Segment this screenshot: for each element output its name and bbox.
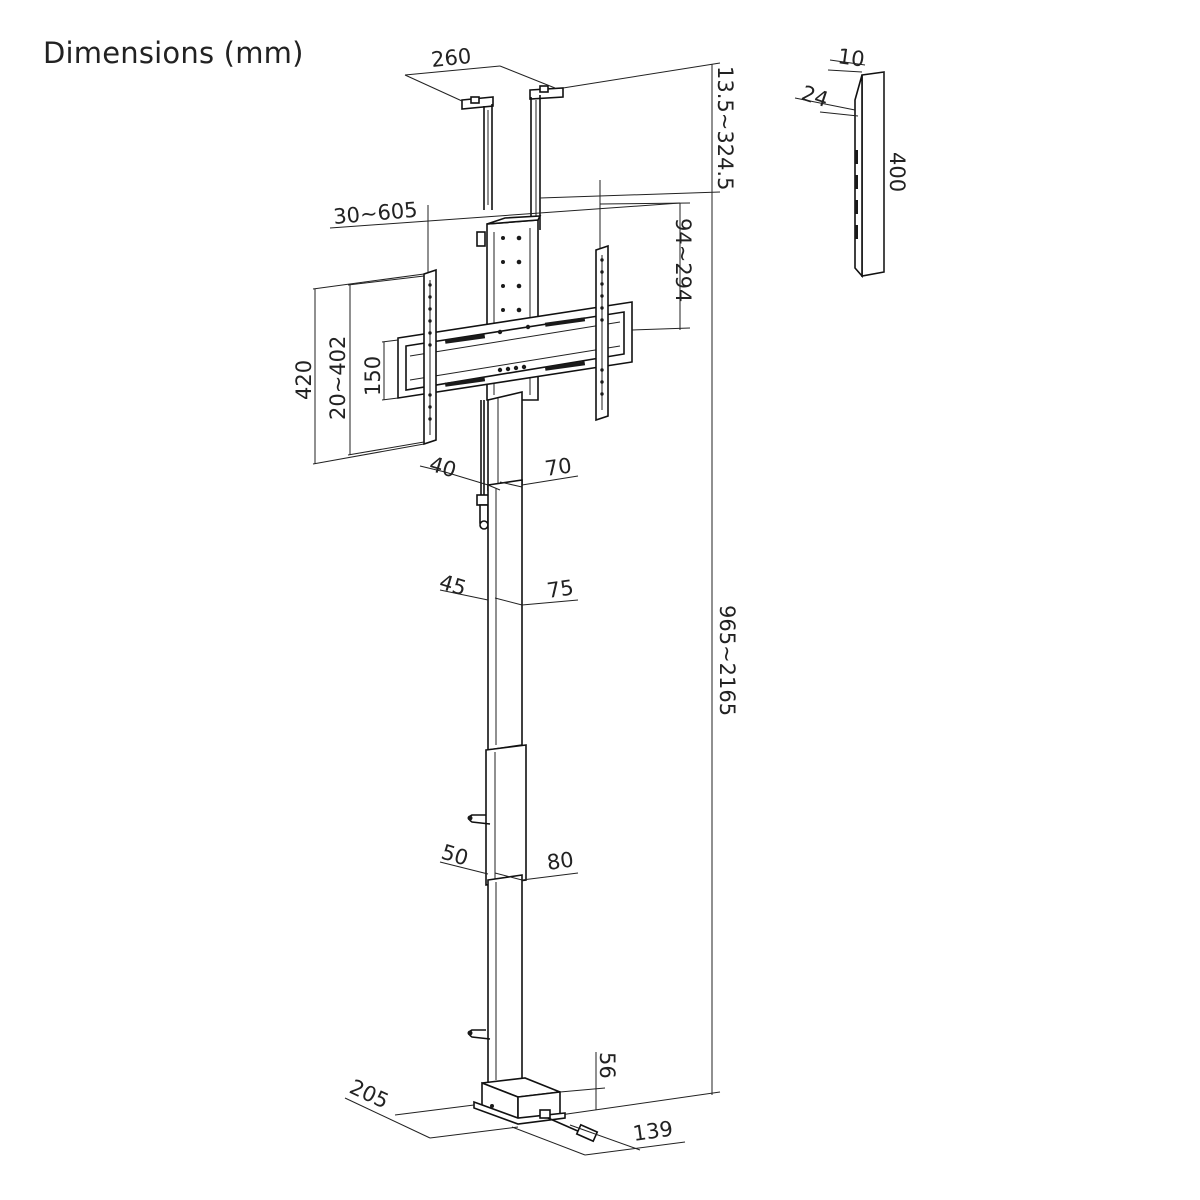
- dim-bracket-range: 20~402: [326, 275, 425, 456]
- label-420: 420: [292, 360, 316, 400]
- dim-middle-tube: 45 75: [437, 570, 579, 606]
- label-56: 56: [595, 1052, 619, 1079]
- dim-arm-vertical: 94~294: [599, 202, 695, 331]
- label-205: 205: [346, 1075, 392, 1114]
- dim-base-width: 139: [511, 1117, 686, 1156]
- label-150: 150: [361, 356, 385, 396]
- label-70: 70: [543, 453, 573, 480]
- dim-bracket-spacing: 150: [361, 339, 399, 401]
- dim-ceiling-to-mount: 13.5~324.5: [539, 62, 737, 199]
- page-title: Dimensions (mm): [43, 36, 304, 70]
- label-75: 75: [545, 575, 575, 602]
- right-rail: [595, 244, 609, 422]
- label-965-2165: 965~2165: [715, 605, 739, 716]
- dim-ceiling-plate-width: 260: [404, 44, 556, 102]
- label-94-294: 94~294: [671, 218, 695, 302]
- dim-total-height: 965~2165: [559, 194, 739, 1116]
- tv-frame: [397, 301, 633, 399]
- label-260: 260: [430, 44, 472, 72]
- side-view-rail: [854, 71, 885, 279]
- label-30-605: 30~605: [332, 198, 418, 229]
- label-24: 24: [798, 81, 831, 112]
- dim-side: 10 24 400: [794, 44, 909, 272]
- dim-bracket-height: 420: [292, 273, 425, 465]
- base: [473, 1077, 599, 1143]
- label-80: 80: [545, 847, 575, 874]
- dim-base-height: 56: [559, 1052, 619, 1110]
- label-13.5-324.5: 13.5~324.5: [713, 66, 737, 190]
- label-50: 50: [439, 840, 472, 871]
- left-rail: [423, 268, 437, 446]
- column: [467, 390, 527, 1086]
- ceiling-mount: [461, 85, 564, 230]
- label-45: 45: [437, 570, 470, 601]
- label-10: 10: [836, 44, 866, 71]
- label-139: 139: [631, 1117, 674, 1146]
- label-40: 40: [427, 452, 460, 483]
- label-400: 400: [885, 152, 909, 192]
- label-20-402: 20~402: [326, 336, 350, 420]
